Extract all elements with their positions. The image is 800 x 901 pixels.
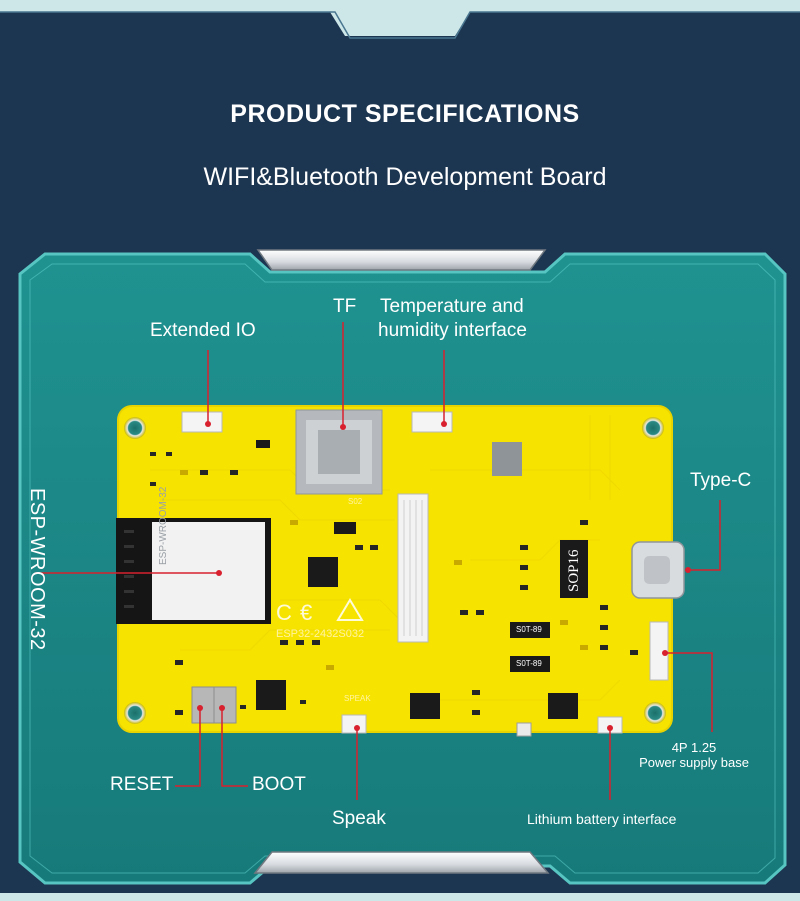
top-notch xyxy=(330,12,470,36)
callout-temp-line2: humidity interface xyxy=(378,320,527,341)
s02-silk: S02 xyxy=(348,497,363,506)
callout-boot: BOOT xyxy=(252,774,306,795)
esp-module-can xyxy=(152,522,265,620)
chip-s0t-1: S0T-89 xyxy=(516,625,542,634)
callout-speak: Speak xyxy=(332,808,386,829)
callout-lithium-battery: Lithium battery interface xyxy=(527,811,677,827)
speak-silk: SPEAK xyxy=(344,694,371,703)
callout-esp-module: ESP-WROOM-32 xyxy=(26,488,48,651)
bottom-silver-tab xyxy=(253,851,550,874)
callout-tf: TF xyxy=(333,296,357,317)
bottom-bar xyxy=(0,893,800,901)
callout-power-line1: 4P 1.25 xyxy=(671,740,717,755)
callout-lines xyxy=(35,322,721,800)
speaker-connector xyxy=(341,714,367,734)
board-model-silk: ESP32-2432S032 xyxy=(276,628,365,640)
callout-extended-io: Extended IO xyxy=(150,320,256,341)
boot-button xyxy=(213,686,237,724)
callout-power-line2: Power supply base xyxy=(639,755,749,770)
reset-button xyxy=(191,686,215,724)
callout-type-c: Type-C xyxy=(690,470,752,491)
extended-io-connector xyxy=(181,411,223,433)
module-silk-text: ESP-WROOM-32 xyxy=(158,486,169,565)
callout-temp-line1: Temperature and xyxy=(380,296,524,317)
temp-humidity-connector xyxy=(411,411,453,433)
sop16-chip xyxy=(560,540,588,598)
svg-text:€: € xyxy=(300,600,312,625)
page-title: PRODUCT SPECIFICATIONS xyxy=(230,100,580,128)
aux-connector xyxy=(492,442,522,476)
page-subtitle: WIFI&Bluetooth Development Board xyxy=(203,163,607,191)
top-silver-tab xyxy=(256,249,547,271)
svg-text:C: C xyxy=(276,600,292,625)
fpc-connector xyxy=(397,493,429,643)
pcb-board: C € xyxy=(116,405,685,737)
sop16-label: SOP16 xyxy=(566,549,582,592)
power-connector xyxy=(649,621,669,681)
top-bar xyxy=(0,0,800,12)
callout-reset: RESET xyxy=(110,774,174,795)
chip-s0t-2: S0T-89 xyxy=(516,659,542,668)
